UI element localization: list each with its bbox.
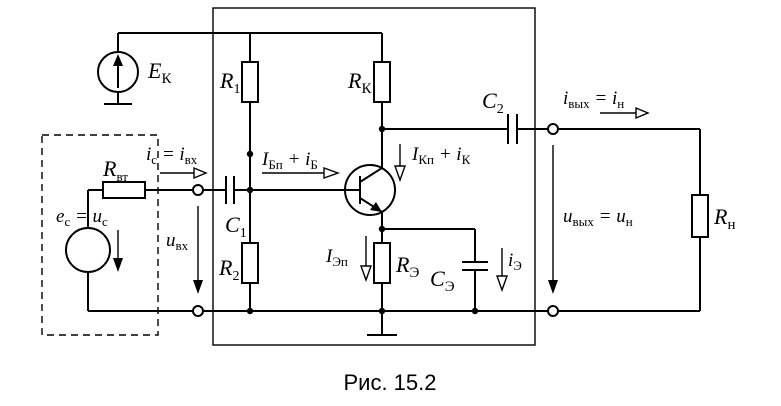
ic-label: iс = iвх: [146, 144, 198, 167]
rn-label: Rн: [713, 204, 735, 233]
capacitor-c1: [203, 176, 250, 204]
c1-label: C1: [225, 212, 247, 241]
signal-source-boundary: [41, 134, 159, 336]
resistor-re: [373, 242, 391, 311]
junction-r1-collector: [246, 150, 254, 158]
figure-caption: Рис. 15.2: [343, 370, 436, 395]
rk-label: RК: [347, 68, 372, 97]
re-label: RЭ: [395, 252, 419, 281]
output-current-arrow: [600, 106, 650, 120]
ek-label: EК: [147, 58, 172, 87]
ib-label: IБп + iБ: [261, 149, 318, 172]
input-terminal-top: [192, 184, 204, 196]
emitter-ac-current-arrow: [496, 248, 508, 293]
resistor-rn: [691, 129, 709, 311]
iep-label: IЭп: [325, 246, 348, 269]
ie-label: iЭ: [508, 250, 522, 273]
collector-current-arrow: [394, 144, 406, 183]
transistor-npn: [250, 164, 396, 216]
junction-ground-ce: [471, 307, 479, 315]
emitter-dc-current-arrow: [360, 236, 372, 283]
output-terminal-top: [547, 123, 559, 135]
ground-symbol: [367, 311, 397, 336]
resistor-r1: [241, 33, 259, 243]
i-out-label: iвых = iн: [563, 88, 624, 111]
output-voltage-arrow: [548, 145, 558, 294]
c2-label: C2: [482, 88, 504, 117]
output-terminal-bottom: [547, 305, 559, 317]
uvx-label: uвх: [166, 230, 189, 253]
amplifier-boundary: [212, 7, 536, 346]
capacitor-c2: [382, 114, 548, 144]
junction-ground-r2: [246, 307, 254, 315]
input-terminal-bottom: [192, 305, 204, 317]
ec-label: eс = uс: [56, 206, 108, 229]
capacitor-ce: [462, 229, 488, 311]
base-current-arrow: [262, 167, 341, 179]
ce-label: CЭ: [430, 266, 455, 295]
ikp-label: IКп + iК: [411, 144, 471, 167]
rvt-label: Rвт: [102, 156, 128, 184]
r2-label: R2: [218, 255, 239, 284]
input-current-arrow: [160, 166, 208, 180]
input-voltage-arrow: [193, 206, 203, 294]
source-internal-resistor: [88, 181, 193, 199]
signal-voltage-source: [65, 190, 193, 312]
resistor-rk: [373, 33, 391, 168]
source-voltage-arrow: [113, 230, 123, 272]
r1-label: R1: [219, 68, 240, 97]
uout-label: uвых = uн: [563, 206, 633, 229]
resistor-r2: [241, 242, 259, 311]
